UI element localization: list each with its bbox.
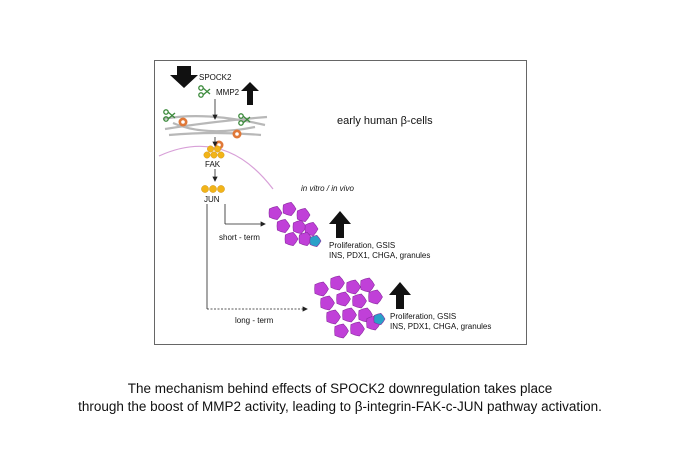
- cell-blob: [342, 307, 357, 323]
- integrin-badge: [178, 117, 188, 127]
- cell-blob: [373, 312, 386, 326]
- long-term-label: long - term: [235, 316, 274, 325]
- scissors-icon: [198, 85, 211, 98]
- caption-line-1: The mechanism behind effects of SPOCK2 d…: [127, 381, 553, 396]
- up-arrow-icon: [389, 282, 411, 309]
- short-term-cell-cluster: [268, 201, 322, 248]
- fak-label: FAK: [205, 160, 221, 169]
- spock2-label: SPOCK2: [199, 73, 232, 82]
- figure-frame: SPOCK2 MMP2 FAK JUN early human β-cells …: [154, 60, 527, 345]
- pathway-diagram: [158, 66, 411, 339]
- fak-phospho-dots: [203, 145, 225, 159]
- scissors-icon: [163, 109, 176, 122]
- cell-blob: [298, 231, 313, 247]
- cell-blob: [346, 279, 361, 295]
- cell-blob: [296, 207, 311, 223]
- cell-blob: [314, 281, 329, 297]
- cell-blob: [304, 221, 319, 237]
- pathway-arrows: [212, 99, 218, 182]
- up-arrow-icon: [329, 211, 351, 238]
- short-term-effect-2: INS, PDX1, CHGA, granules: [329, 251, 431, 260]
- diagram-title: early human β-cells: [337, 115, 433, 127]
- long-term-effect-1: Proliferation, GSIS: [390, 312, 457, 321]
- jun-phospho-dots: [201, 185, 225, 193]
- cell-blob: [284, 231, 299, 247]
- long-term-effect-2: INS, PDX1, CHGA, granules: [390, 322, 492, 331]
- mmp2-label: MMP2: [216, 88, 240, 97]
- cell-blob: [352, 293, 367, 309]
- cell-blob: [282, 201, 297, 217]
- cell-blob: [268, 205, 283, 221]
- jun-label: JUN: [204, 195, 220, 204]
- short-term-effect-1: Proliferation, GSIS: [329, 241, 396, 250]
- down-arrow-icon: [170, 66, 198, 88]
- up-arrow-icon: [241, 82, 259, 105]
- condition-label: in vitro / in vivo: [301, 184, 354, 193]
- figure-caption: The mechanism behind effects of SPOCK2 d…: [0, 380, 680, 416]
- caption-line-2: through the boost of MMP2 activity, lead…: [78, 399, 602, 414]
- cell-blob: [276, 218, 291, 234]
- cell-blob: [360, 277, 375, 293]
- cell-blob: [334, 323, 349, 339]
- long-term-cell-cluster: [314, 275, 386, 339]
- cell-blob: [368, 289, 383, 305]
- cell-blob: [326, 309, 341, 325]
- cell-blob: [330, 275, 345, 291]
- cell-blob: [292, 219, 307, 235]
- cell-blob: [309, 234, 322, 248]
- cell-blob: [336, 291, 351, 307]
- cell-blob: [350, 321, 365, 337]
- extracellular-matrix: [162, 114, 268, 137]
- scissors-icon: [238, 113, 251, 126]
- short-term-label: short - term: [219, 233, 260, 242]
- cell-blob: [320, 295, 335, 311]
- branch-lines: [206, 204, 308, 312]
- integrin-badge: [232, 129, 242, 139]
